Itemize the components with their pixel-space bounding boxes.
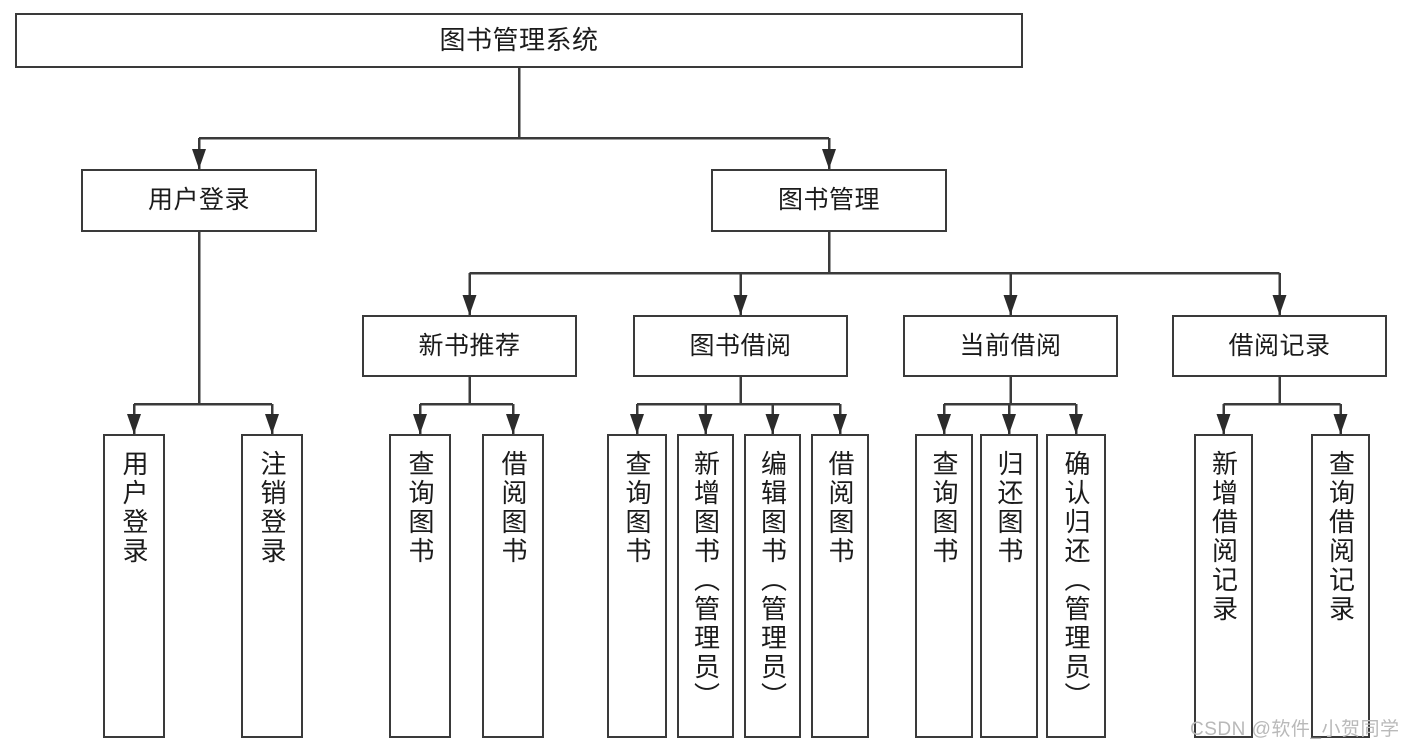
node-leaf-edit-book-admin[interactable]: 编辑图书（管理员） [744,434,801,738]
node-book-borrowing[interactable]: 图书借阅 [633,315,848,377]
node-leaf-return-books[interactable]: 归还图书 [980,434,1038,738]
node-label: 用户登录 [119,450,149,566]
node-label: 编辑图书（管理员） [757,450,788,711]
node-borrowing-records[interactable]: 借阅记录 [1172,315,1387,377]
node-label: 查询图书 [622,450,652,566]
node-label: 当前借阅 [959,331,1062,360]
node-label: 借阅图书 [498,450,528,566]
node-leaf-borrow-books[interactable]: 借阅图书 [811,434,869,738]
node-leaf-add-borrow-record[interactable]: 新增借阅记录 [1194,434,1253,738]
node-leaf-user-login[interactable]: 用户登录 [103,434,165,738]
node-book-management[interactable]: 图书管理 [711,169,947,232]
node-label: 归还图书 [994,450,1024,566]
node-label: 确认归还（管理员） [1061,450,1091,711]
node-label: 用户登录 [147,186,250,214]
node-new-book-recommendation[interactable]: 新书推荐 [362,315,577,377]
node-current-borrowing[interactable]: 当前借阅 [903,315,1118,377]
node-root-library-system[interactable]: 图书管理系统 [15,13,1023,68]
node-label: 借阅图书 [825,450,855,566]
node-label: 注销登录 [257,450,287,566]
node-leaf-add-book-admin[interactable]: 新增图书（管理员） [677,434,734,738]
node-leaf-query-books-borrow[interactable]: 查询图书 [607,434,667,738]
node-label: 图书管理 [777,186,880,214]
node-leaf-borrow-books-rec[interactable]: 借阅图书 [482,434,544,738]
node-label: 查询图书 [929,450,959,566]
node-leaf-query-borrow-record[interactable]: 查询借阅记录 [1311,434,1370,738]
node-leaf-query-books-current[interactable]: 查询图书 [915,434,973,738]
node-label: 查询图书 [405,450,435,566]
node-label: 查询借阅记录 [1325,450,1356,624]
watermark-text: CSDN @软件_小贺同学 [1190,719,1400,740]
node-label: 图书管理系统 [439,25,599,56]
node-label: 新增图书（管理员） [690,450,721,711]
node-leaf-logout[interactable]: 注销登录 [241,434,303,738]
node-label: 图书借阅 [689,331,792,360]
node-leaf-query-books-rec[interactable]: 查询图书 [389,434,451,738]
node-label: 借阅记录 [1228,331,1331,360]
node-label: 新书推荐 [418,331,521,360]
node-label: 新增借阅记录 [1208,450,1239,624]
node-user-login[interactable]: 用户登录 [81,169,317,232]
node-leaf-confirm-return-admin[interactable]: 确认归还（管理员） [1046,434,1106,738]
